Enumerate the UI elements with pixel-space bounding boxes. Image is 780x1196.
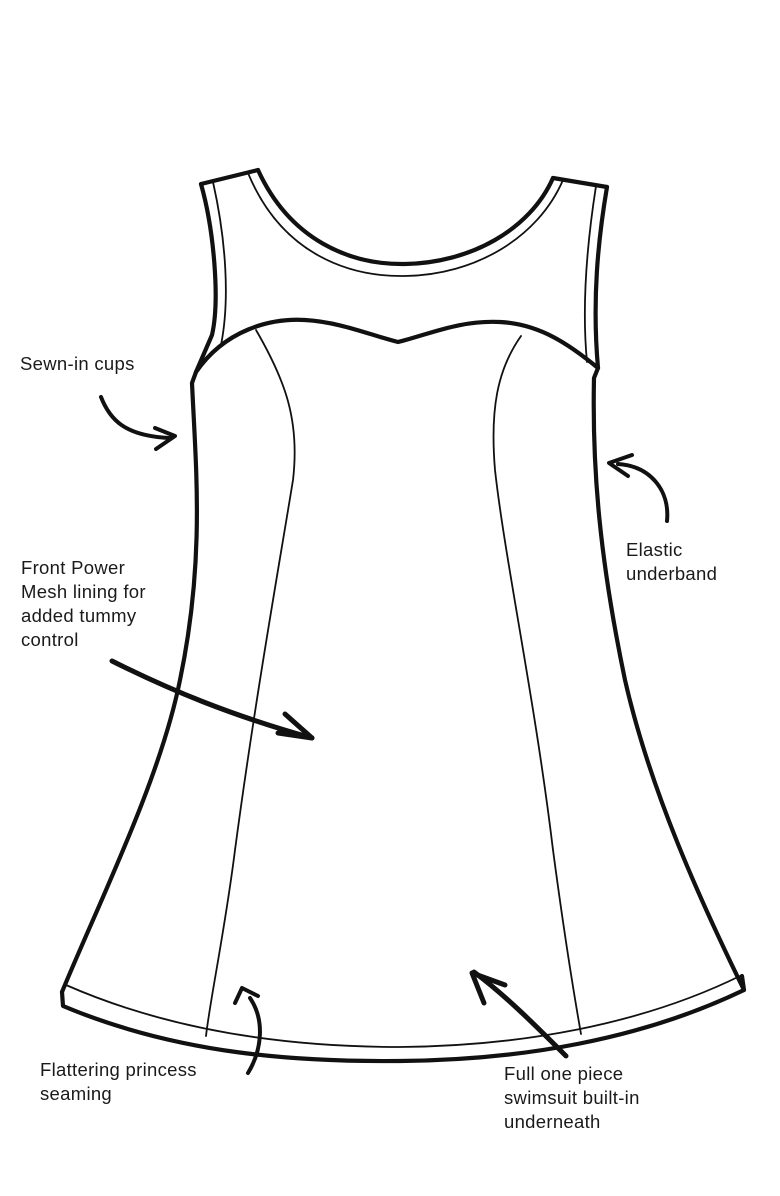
right-armhole (593, 184, 610, 371)
callout-text: Elastic (626, 539, 683, 560)
hem (59, 973, 747, 1064)
neckline-binding (247, 172, 564, 277)
right-armhole-binding (583, 185, 597, 363)
callout-text: control (21, 629, 79, 650)
curved-arrow-up-left-icon (607, 453, 670, 523)
callout-power-mesh: Front Power Mesh lining for added tummy … (21, 556, 146, 652)
right-princess-seam (492, 335, 582, 1035)
callout-text: Mesh lining for (21, 581, 146, 602)
callout-text: Sewn-in cups (20, 353, 135, 374)
callout-elastic-underband: Elastic underband (626, 538, 717, 586)
curved-arrow-right-icon (99, 395, 177, 451)
callout-text: underband (626, 563, 718, 584)
callout-text: swimsuit built-in (504, 1087, 640, 1108)
right-side-seam (591, 365, 747, 993)
callout-text: seaming (40, 1083, 113, 1104)
hem-binding (65, 975, 741, 1048)
callout-princess-seaming: Flattering princess seaming (40, 1058, 197, 1106)
curved-arrow-up-icon (233, 986, 262, 1075)
dress-outline (59, 167, 747, 1064)
callout-sewn-in-cups: Sewn-in cups (20, 352, 135, 376)
right-strap-top (550, 175, 610, 190)
left-armhole (193, 181, 218, 375)
callout-text: underneath (504, 1111, 601, 1132)
callout-built-in-swimsuit: Full one piece swimsuit built-in underne… (504, 1062, 640, 1134)
callout-text: Front Power (21, 557, 126, 578)
left-side-seam (59, 369, 199, 995)
straight-arrow-up-left-icon (469, 969, 569, 1059)
sweetheart-yoke-seam (193, 317, 601, 375)
callout-text: Flattering princess (40, 1059, 197, 1080)
left-princess-seam (205, 329, 296, 1037)
left-armhole-binding (212, 181, 227, 346)
callout-text: added tummy (21, 605, 137, 626)
neckline (255, 167, 556, 267)
straight-arrow-down-right-icon (109, 658, 315, 741)
callout-text: Full one piece (504, 1063, 624, 1084)
